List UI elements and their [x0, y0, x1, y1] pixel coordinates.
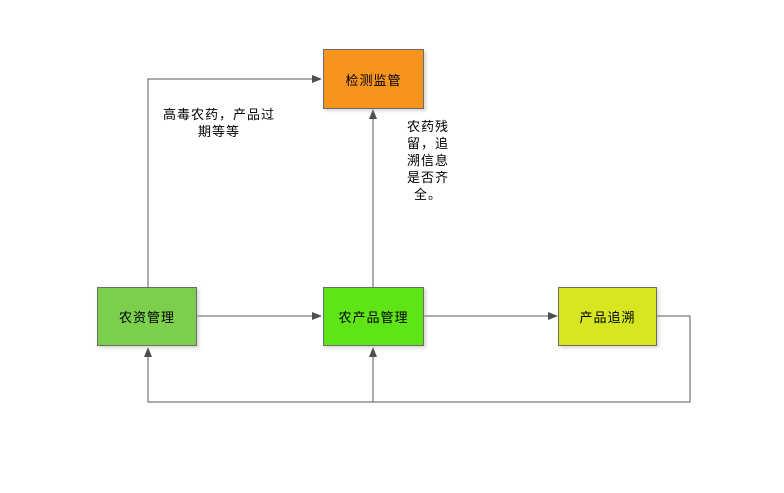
node-agri-products-management-label: 农产品管理: [338, 311, 409, 326]
edge-label-toxic-pesticides: 高毒农药，产品过 期等等: [162, 108, 275, 140]
arrow-trace-feedback-to-products: [369, 347, 377, 402]
arrow-products-to-detection: [369, 109, 377, 287]
node-product-traceability-label: 产品追溯: [579, 311, 636, 326]
node-agri-materials-management-label: 农资管理: [118, 311, 175, 326]
node-detection-supervision-label: 检测监管: [345, 73, 402, 89]
arrow-materials-to-products: [197, 312, 322, 320]
node-agri-products-management: 农产品管理: [323, 287, 424, 346]
arrow-products-to-trace: [424, 312, 558, 320]
node-agri-materials-management: 农资管理: [97, 287, 197, 346]
edge-label-pesticide-residue: 农药残 留，追 溯信息 是否齐 全。: [406, 120, 449, 203]
node-product-traceability: 产品追溯: [558, 287, 657, 346]
node-detection-supervision: 检测监管: [323, 49, 424, 109]
